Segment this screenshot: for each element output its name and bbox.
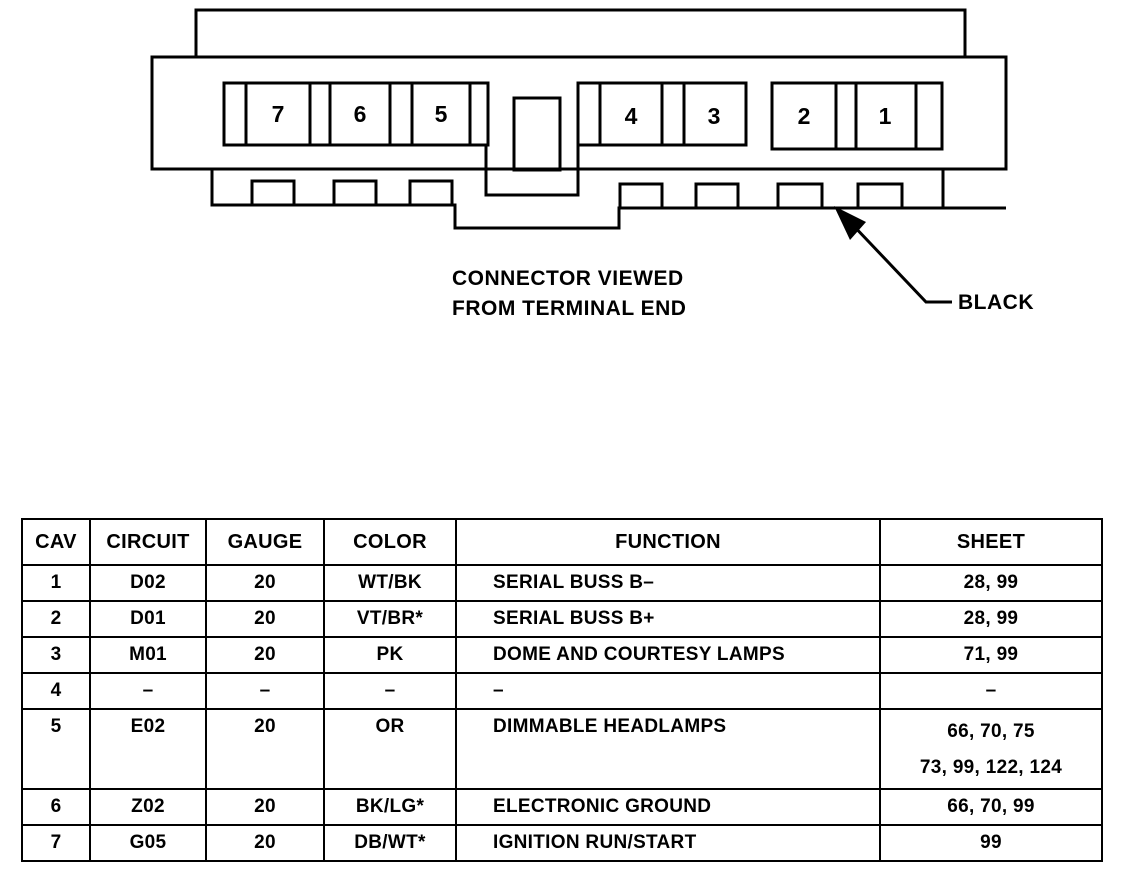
cell-circuit: M01 <box>89 636 207 674</box>
sheet-line: 73, 99, 122, 124 <box>919 757 1063 778</box>
cell-function: DOME AND COURTESY LAMPS <box>455 636 881 674</box>
cavity-table: CAV CIRCUIT GAUGE COLOR FUNCTION SHEET 1… <box>21 518 1103 862</box>
cell-gauge: 20 <box>205 564 325 602</box>
cell-cav: 7 <box>21 824 91 862</box>
cell-color: VT/BR* <box>323 600 457 638</box>
key-slot <box>484 83 580 197</box>
cell-sheet: 28, 99 <box>879 564 1103 602</box>
cell-color: – <box>323 672 457 710</box>
cell-function: IGNITION RUN/START <box>455 824 881 862</box>
callout-label: BLACK <box>958 291 1034 314</box>
cell-circuit: G05 <box>89 824 207 862</box>
table-row: 3 M01 20 PK DOME AND COURTESY LAMPS 71, … <box>21 636 1103 674</box>
connector-lower-shroud <box>210 169 1006 230</box>
header-sheet: SHEET <box>879 518 1103 566</box>
cell-sheet: 66, 70, 99 <box>879 788 1103 826</box>
cell-color: PK <box>323 636 457 674</box>
cavity-label: 4 <box>625 103 638 129</box>
latch-window <box>694 182 740 210</box>
cell-circuit: D01 <box>89 600 207 638</box>
table-row: 6 Z02 20 BK/LG* ELECTRONIC GROUND 66, 70… <box>21 788 1103 826</box>
cell-color: BK/LG* <box>323 788 457 826</box>
latch-window <box>332 179 378 207</box>
header-function: FUNCTION <box>455 518 881 566</box>
caption-line: CONNECTOR VIEWED <box>452 267 684 290</box>
table-row: 1 D02 20 WT/BK SERIAL BUSS B– 28, 99 <box>21 564 1103 602</box>
header-gauge: GAUGE <box>205 518 325 566</box>
table-row: 5 E02 20 OR DIMMABLE HEADLAMPS 66, 70, 7… <box>21 708 1103 790</box>
cavity-label: 5 <box>435 101 448 127</box>
sheet-line: 66, 70, 75 <box>947 721 1035 742</box>
diagram-caption: CONNECTOR VIEWED FROM TERMINAL END <box>452 264 686 324</box>
latch-window <box>776 182 824 210</box>
latch-window <box>250 179 296 207</box>
cavity-label: 6 <box>354 101 367 127</box>
cell-sheet: 66, 70, 75 73, 99, 122, 124 <box>879 708 1103 790</box>
cell-function: SERIAL BUSS B+ <box>455 600 881 638</box>
cell-cav: 1 <box>21 564 91 602</box>
cell-color: DB/WT* <box>323 824 457 862</box>
cell-function: – <box>455 672 881 710</box>
latch-window <box>618 182 664 210</box>
cell-sheet: 28, 99 <box>879 600 1103 638</box>
cell-circuit: – <box>89 672 207 710</box>
table-row: 4 – – – – – <box>21 672 1103 710</box>
cell-circuit: Z02 <box>89 788 207 826</box>
cell-cav: 4 <box>21 672 91 710</box>
cell-sheet: 71, 99 <box>879 636 1103 674</box>
cell-color: OR <box>323 708 457 790</box>
key-slot-inner <box>512 96 562 172</box>
cell-function: DIMMABLE HEADLAMPS <box>455 708 881 790</box>
connector-top-tab <box>194 8 967 57</box>
cell-cav: 3 <box>21 636 91 674</box>
header-circuit: CIRCUIT <box>89 518 207 566</box>
caption-line: FROM TERMINAL END <box>452 297 687 320</box>
cell-color: WT/BK <box>323 564 457 602</box>
cavity-label: 1 <box>879 103 892 129</box>
table-row: 7 G05 20 DB/WT* IGNITION RUN/START 99 <box>21 824 1103 862</box>
header-cav: CAV <box>21 518 91 566</box>
cell-gauge: 20 <box>205 636 325 674</box>
cell-circuit: E02 <box>89 708 207 790</box>
cavity-label: 2 <box>798 103 811 129</box>
latch-window <box>408 179 454 207</box>
cavity-label: 7 <box>272 101 285 127</box>
cell-gauge: 20 <box>205 708 325 790</box>
cell-gauge: 20 <box>205 788 325 826</box>
header-color: COLOR <box>323 518 457 566</box>
cell-gauge: – <box>205 672 325 710</box>
cell-sheet: – <box>879 672 1103 710</box>
cell-gauge: 20 <box>205 824 325 862</box>
cell-function: SERIAL BUSS B– <box>455 564 881 602</box>
cell-function: ELECTRONIC GROUND <box>455 788 881 826</box>
cell-sheet: 99 <box>879 824 1103 862</box>
callout-arrowhead <box>834 206 866 240</box>
callout-leader <box>848 220 952 304</box>
cavity-label: 3 <box>708 103 721 129</box>
table-row: 2 D01 20 VT/BR* SERIAL BUSS B+ 28, 99 <box>21 600 1103 638</box>
cell-circuit: D02 <box>89 564 207 602</box>
table-header-row: CAV CIRCUIT GAUGE COLOR FUNCTION SHEET <box>21 518 1103 566</box>
cell-gauge: 20 <box>205 600 325 638</box>
latch-window <box>856 182 904 210</box>
cell-cav: 6 <box>21 788 91 826</box>
cell-cav: 5 <box>21 708 91 790</box>
cell-cav: 2 <box>21 600 91 638</box>
